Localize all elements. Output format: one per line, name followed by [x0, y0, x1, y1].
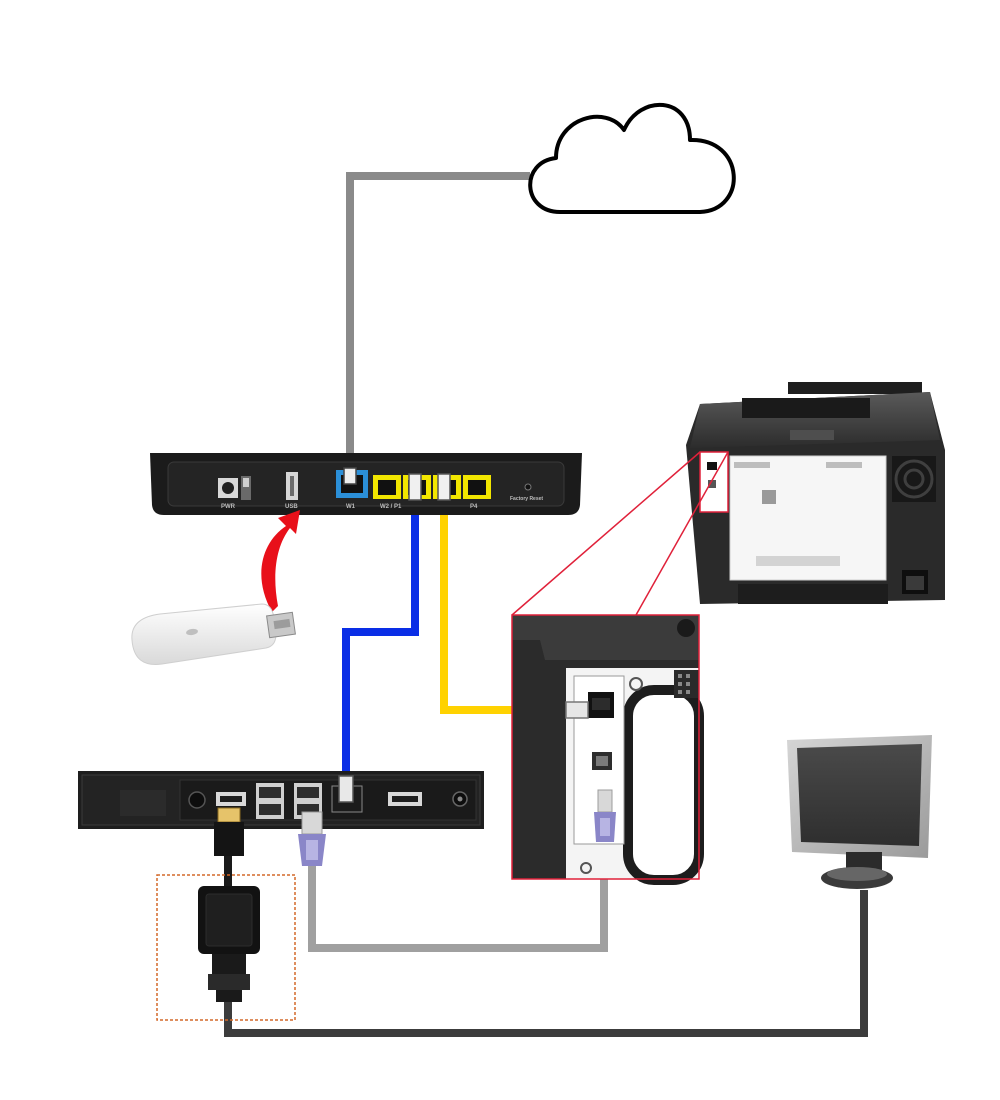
router-reset-button	[524, 483, 532, 491]
hdmi-plug-icon	[214, 807, 244, 856]
mini-pc-icon	[78, 771, 484, 829]
monitor-icon	[787, 735, 932, 889]
router-label-reset: Factory Reset	[510, 496, 543, 502]
router-label-p4: P4	[470, 504, 478, 510]
router-power-switch	[241, 476, 251, 500]
usb-cable	[308, 840, 608, 952]
printer-port-highlight	[699, 451, 729, 513]
printer-icon	[686, 382, 945, 604]
cloud-icon	[528, 103, 736, 214]
red-arrow-icon	[261, 510, 300, 612]
router-label-usb: USB	[285, 504, 298, 510]
router-label-w1: W1	[346, 504, 356, 510]
lan-cable-blue	[342, 500, 419, 780]
internet-cable	[346, 172, 530, 474]
router-label-w2p1: W2 / P1	[380, 504, 402, 510]
usb-a-plug-icon	[298, 811, 326, 866]
zoom-line-right	[635, 451, 729, 616]
printer-port-zoom-inset	[512, 615, 704, 885]
zoom-line-left	[511, 451, 701, 616]
zoom-inset-frame	[511, 614, 700, 880]
router-icon: PWR USB W1 W2 / P1 P4 Factory Reset	[150, 453, 582, 515]
hdmi-vga-adapter-icon	[198, 886, 260, 1002]
video-cable	[224, 890, 868, 1037]
adapter-highlight-box	[156, 874, 296, 1021]
usb-modem-icon	[131, 603, 296, 665]
router-label-pwr: PWR	[221, 504, 236, 510]
